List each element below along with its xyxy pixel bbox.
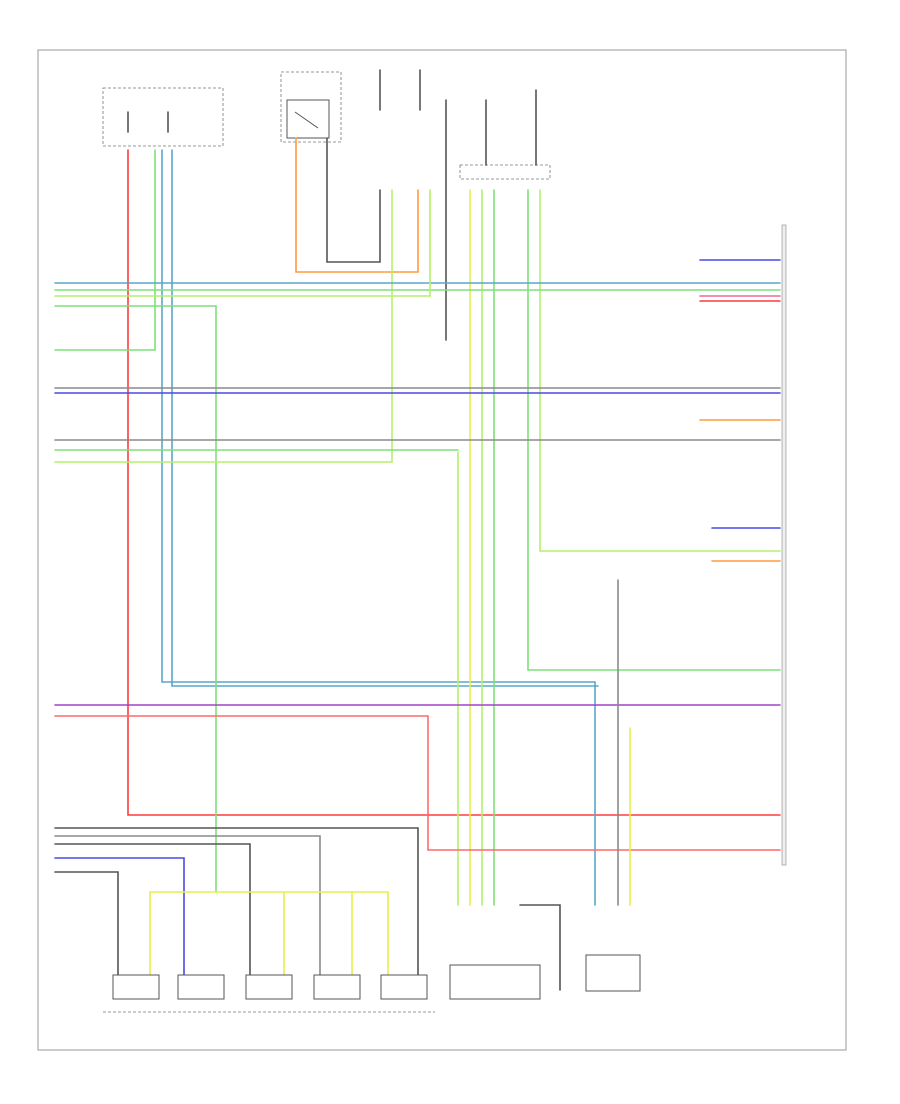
wire-dark-coil-3 bbox=[54, 871, 119, 976]
wire-dark-coil-feed bbox=[54, 827, 419, 976]
wire-green-right bbox=[527, 189, 781, 671]
wire-gray-coil-feed bbox=[54, 835, 321, 976]
relay-housing bbox=[280, 71, 342, 143]
wire-yellow-coil-bus bbox=[149, 891, 389, 976]
wire-teal-2 bbox=[171, 149, 599, 687]
ignition-coil-4 bbox=[313, 974, 361, 1000]
knock-sensor bbox=[449, 964, 541, 1000]
splice-bar bbox=[459, 164, 551, 180]
wire-green-short bbox=[54, 149, 156, 351]
ignition-coil-group bbox=[103, 974, 435, 1013]
wire-pink-bus bbox=[54, 715, 781, 851]
ignition-coil-3 bbox=[245, 974, 293, 1000]
wire-teal bbox=[161, 149, 596, 906]
wire-lightgreen bbox=[54, 189, 393, 463]
relay-switch bbox=[294, 111, 319, 129]
wire-relay-dark bbox=[326, 137, 381, 263]
ecm-connector-pins bbox=[781, 224, 787, 866]
diagram-frame bbox=[37, 49, 847, 1051]
ignition-coil-2 bbox=[177, 974, 225, 1000]
wire-lg-bus bbox=[54, 189, 431, 297]
relay-box bbox=[286, 99, 330, 139]
wire-dark-coil-2 bbox=[54, 843, 251, 976]
fuse-box-left bbox=[102, 87, 224, 147]
fuel-sensor bbox=[585, 954, 641, 992]
ignition-coil-1 bbox=[112, 974, 160, 1000]
wire-orange bbox=[295, 137, 419, 273]
wire-blue-coil bbox=[54, 857, 185, 976]
wire-lg-right bbox=[539, 189, 781, 552]
wire-red-feed bbox=[127, 149, 781, 816]
wire-green-coil bbox=[54, 305, 217, 893]
wire-knock-ground bbox=[519, 904, 561, 991]
ignition-coil-5 bbox=[380, 974, 428, 1000]
